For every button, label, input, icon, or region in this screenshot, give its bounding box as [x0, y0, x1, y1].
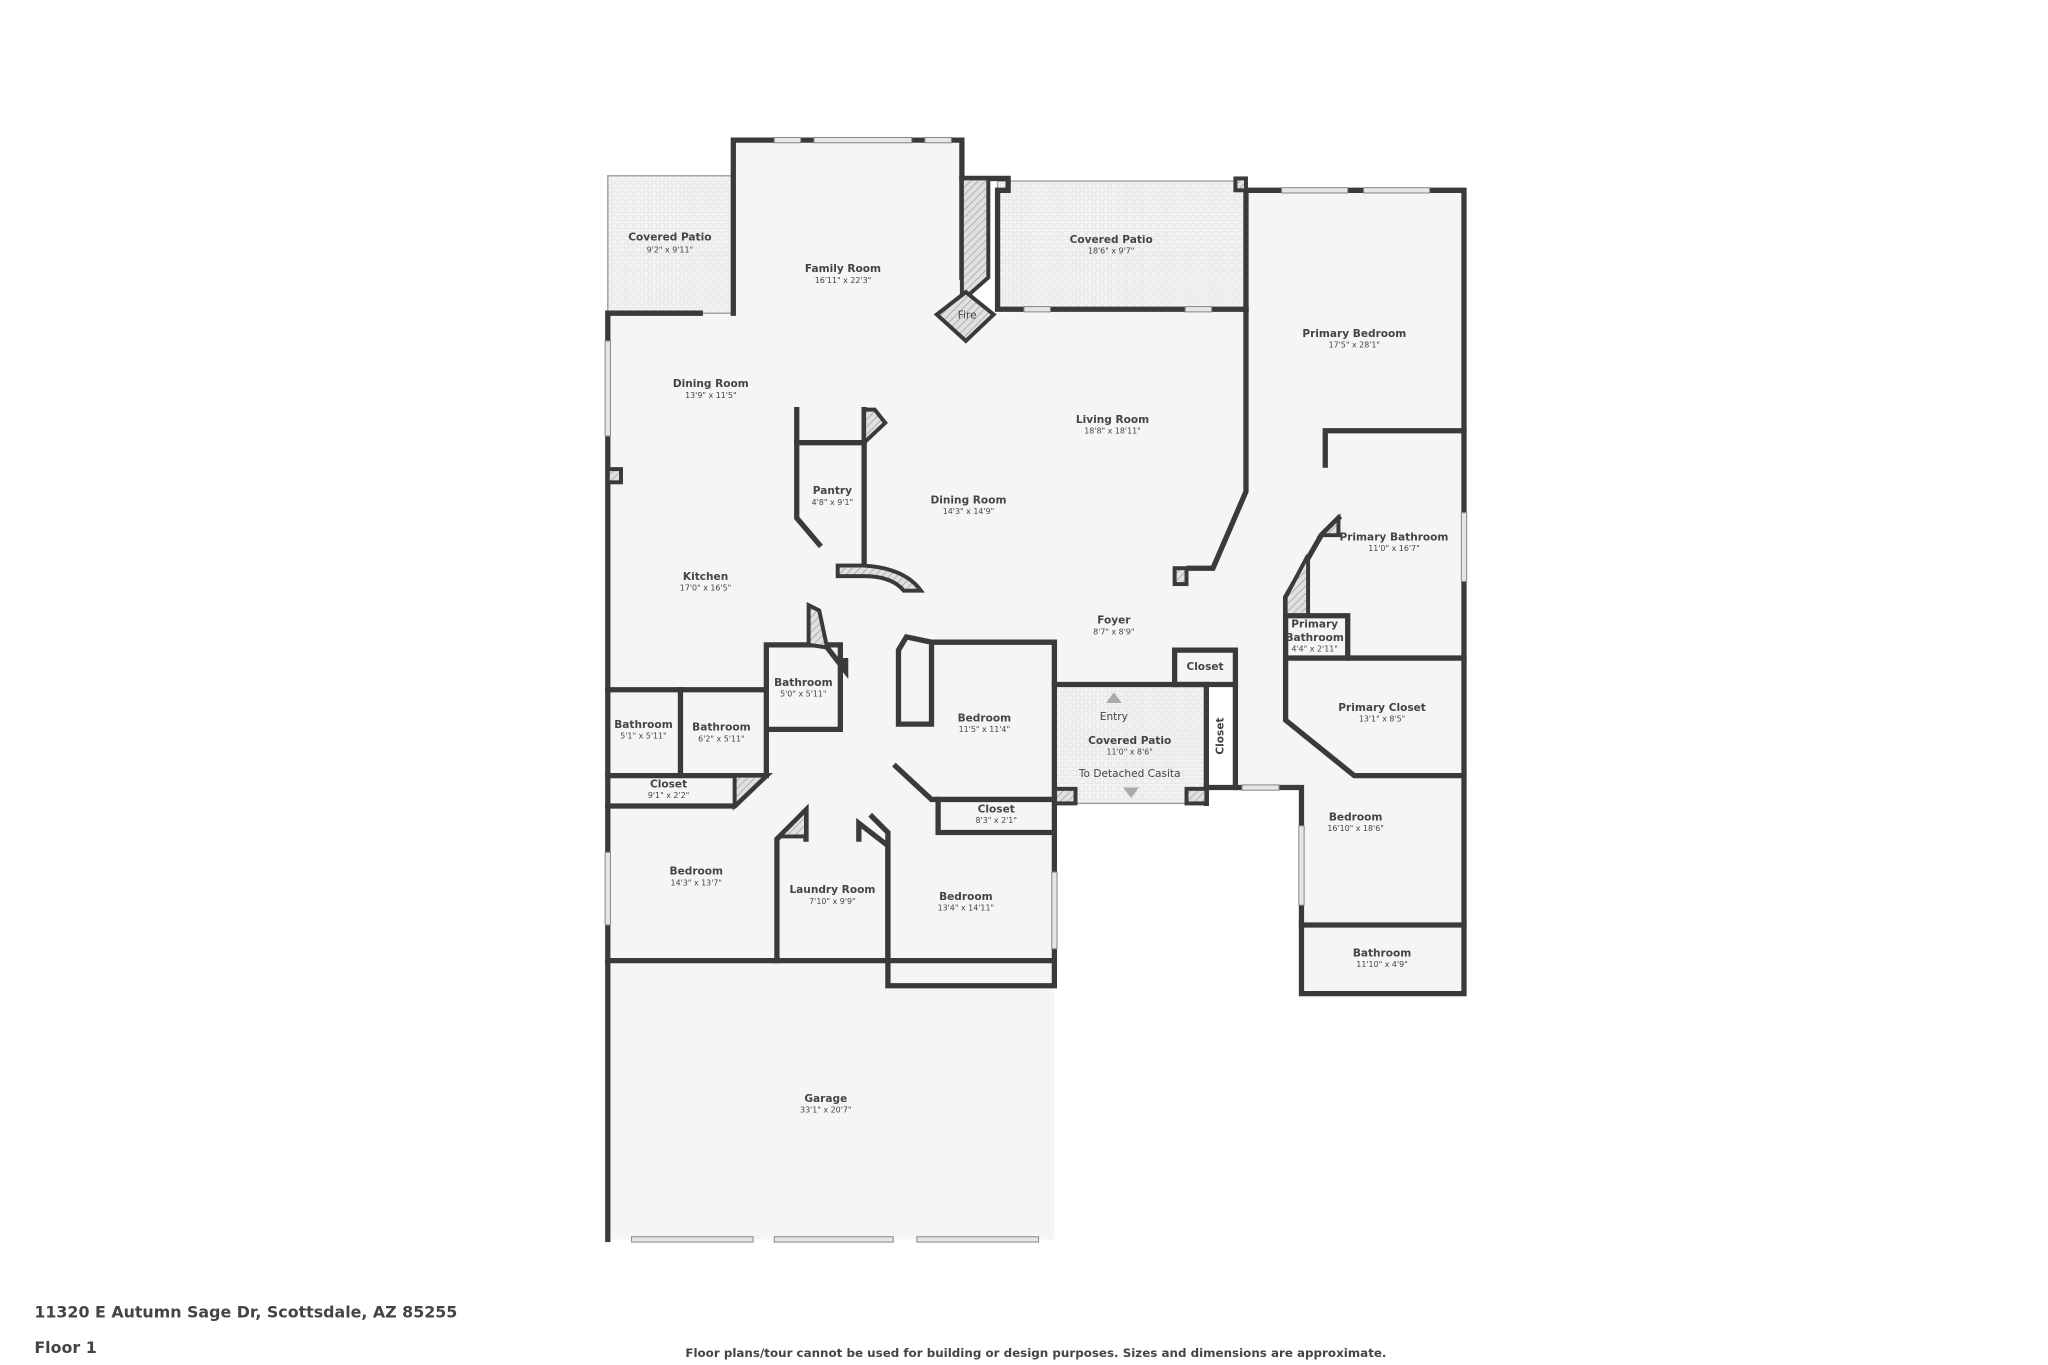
room-dims: 14'3" x 14'9"	[943, 507, 995, 516]
room-name: Primary Bedroom	[1302, 328, 1406, 340]
room-name: Kitchen	[683, 571, 728, 583]
room-dims: 33'1" x 20'7"	[800, 1106, 852, 1115]
floor-fill	[607, 140, 1464, 1240]
room-dims: 18'6" x 9'7"	[1088, 247, 1134, 256]
room-dims: 11'0" x 16'7"	[1368, 544, 1420, 553]
room-dims: 5'1" x 5'11"	[620, 732, 666, 741]
room-dims: 4'8" x 9'1"	[812, 498, 853, 507]
arrow-down-icon	[1123, 787, 1139, 799]
room-name: Primary	[1291, 619, 1338, 631]
room-name: Bathroom	[692, 722, 750, 734]
room-dims: 9'1" x 2'2"	[648, 791, 689, 800]
room-name: Bedroom	[958, 712, 1012, 724]
room-dims: 6'2" x 5'11"	[698, 734, 744, 743]
walls	[605, 137, 1467, 1243]
room-name: Dining Room	[931, 494, 1007, 506]
room-name: Covered Patio	[628, 232, 711, 244]
room-dims: 17'5" x 28'1"	[1329, 341, 1381, 350]
room-name: Bathroom	[774, 677, 832, 689]
room-name: Bathroom	[1285, 632, 1343, 644]
room-name: Living Room	[1076, 414, 1149, 426]
room-name: Bedroom	[670, 866, 724, 878]
room-dims: 13'4" x 14'11"	[938, 903, 995, 912]
room-name: Bathroom	[1353, 948, 1411, 960]
room-dims: 9'2" x 9'11"	[647, 245, 693, 254]
room-dims: 17'0" x 16'5"	[680, 584, 732, 593]
room-dims: 16'11" x 22'3"	[815, 276, 872, 285]
room-name: Dining Room	[673, 378, 749, 390]
room-name: Laundry Room	[789, 884, 875, 896]
room-name: Primary Closet	[1338, 702, 1426, 714]
room-dims: 11'5" x 11'4"	[959, 725, 1011, 734]
room-dims: 13'9" x 11'5"	[685, 391, 737, 400]
room-dims: 5'0" x 5'11"	[780, 689, 826, 698]
room-dims: 7'10" x 9'9"	[809, 897, 855, 906]
room-labels: Covered Patio 9'2" x 9'11" Family Room 1…	[614, 232, 1448, 1115]
room-name: Primary Bathroom	[1339, 531, 1448, 543]
room-name: Bathroom	[614, 719, 672, 731]
room-dims: 16'10" x 18'6"	[1327, 824, 1384, 833]
arrow-up-icon	[1105, 692, 1122, 703]
address: 11320 E Autumn Sage Dr, Scottsdale, AZ 8…	[34, 1302, 457, 1321]
covered-patio-left-area	[607, 175, 734, 314]
room-dims: 8'3" x 2'1"	[976, 816, 1017, 825]
room-name: Closet	[1186, 661, 1223, 673]
room-name: Covered Patio	[1088, 735, 1171, 747]
room-name: Closet	[650, 779, 687, 791]
room-dims: 4'4" x 2'11"	[1291, 644, 1337, 653]
room-name: Closet	[1215, 717, 1227, 754]
room-name: Family Room	[805, 263, 881, 275]
room-name: Bedroom	[1329, 812, 1383, 824]
room-name: Garage	[804, 1093, 847, 1105]
casita-label: To Detached Casita	[1078, 768, 1181, 780]
disclaimer: Floor plans/tour cannot be used for buil…	[685, 1346, 1386, 1360]
room-name: Foyer	[1097, 615, 1131, 627]
room-dims: 8'7" x 8'9"	[1093, 627, 1134, 636]
room-dims: 11'10" x 4'9"	[1356, 960, 1408, 969]
entry-patio-area	[1054, 684, 1207, 804]
room-dims: 18'8" x 18'11"	[1084, 426, 1141, 435]
room-name: Closet	[978, 804, 1015, 816]
entry-label: Entry	[1100, 711, 1128, 723]
covered-patio-right-area	[997, 181, 1246, 310]
windows	[604, 136, 1468, 1243]
room-dims: 13'1" x 8'5"	[1359, 714, 1405, 723]
room-name: Pantry	[813, 485, 852, 497]
fireplace	[933, 289, 997, 344]
room-name: Covered Patio	[1070, 234, 1153, 246]
room-dims: 11'0" x 8'6"	[1106, 748, 1152, 757]
floor-label: Floor 1	[34, 1338, 96, 1357]
fireplace-label: Fire	[958, 309, 977, 321]
room-name: Bedroom	[939, 891, 993, 903]
room-dims: 14'3" x 13'7"	[671, 878, 723, 887]
